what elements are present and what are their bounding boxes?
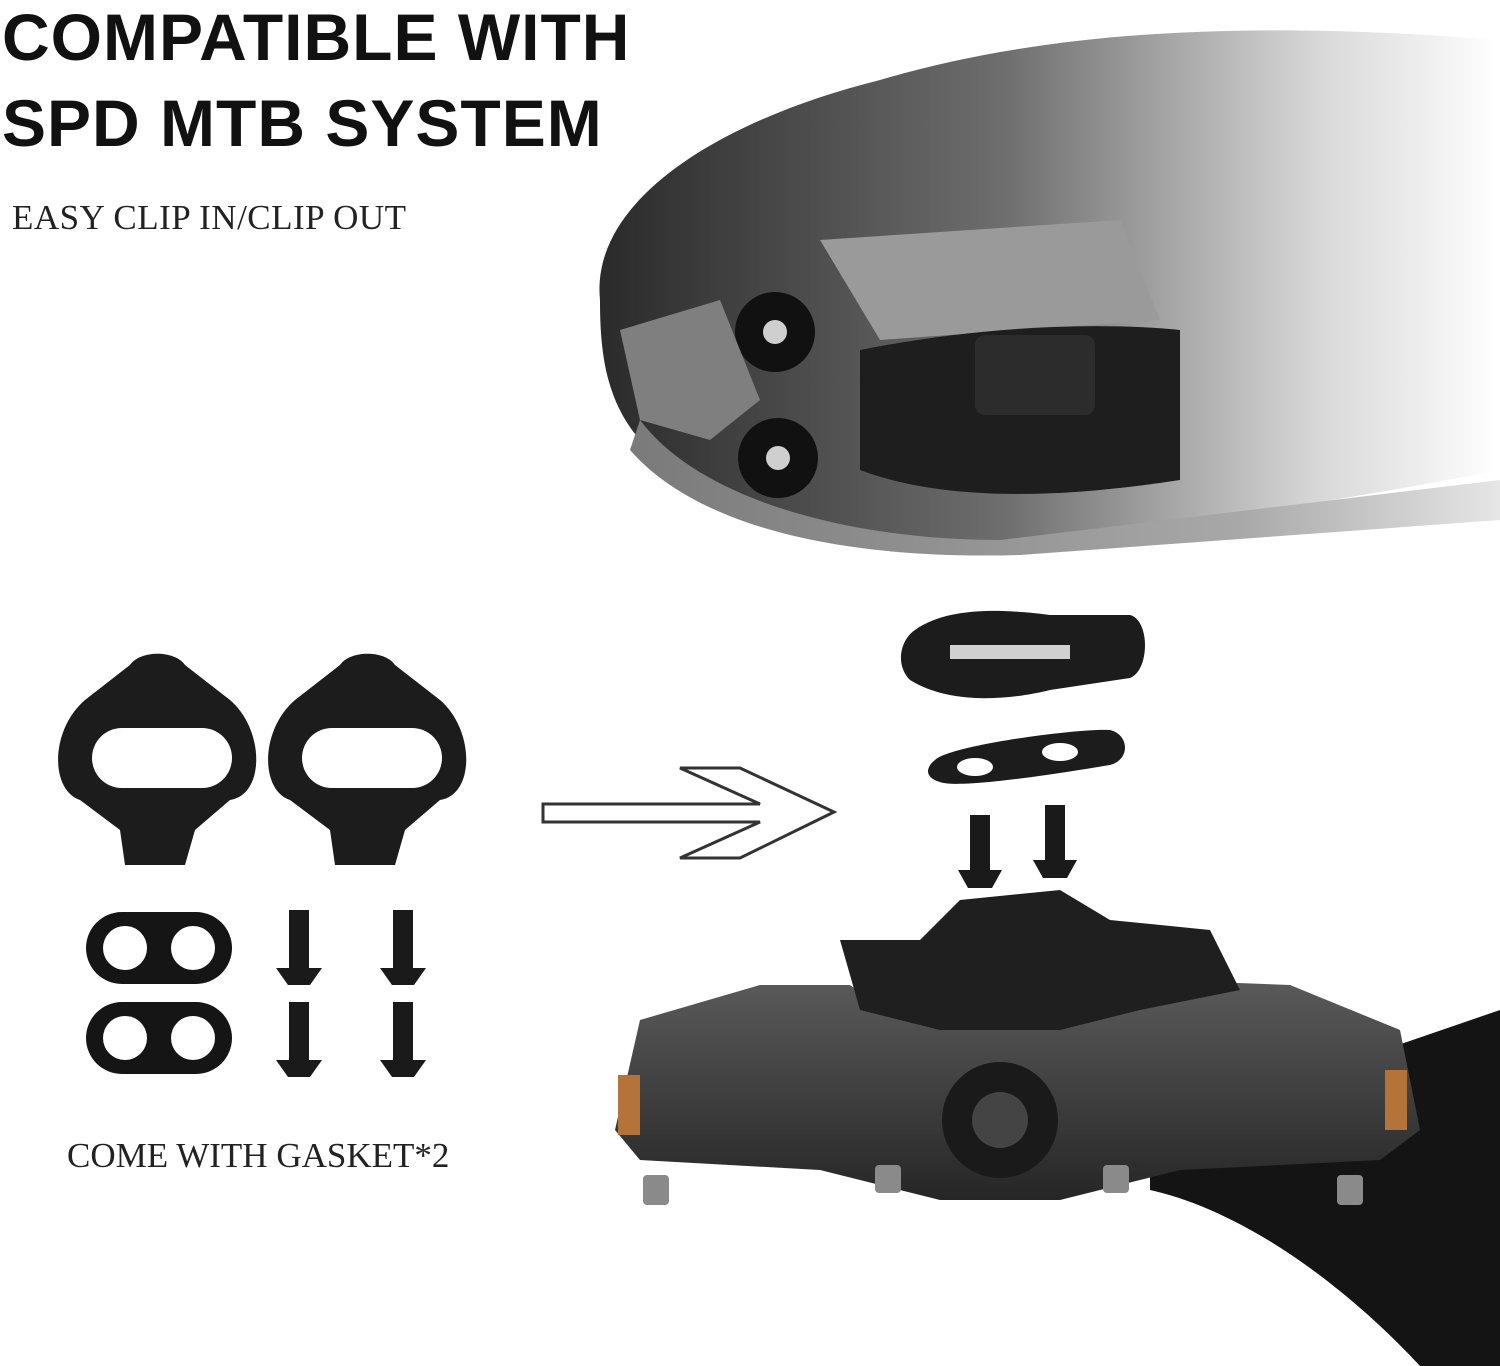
gasket-caption: COME WITH GASKET*2 <box>67 1136 450 1175</box>
cycling-shoe-image <box>599 30 1500 556</box>
gasket-bottom-image <box>86 1002 232 1074</box>
mounted-cleat-image <box>900 610 1145 699</box>
page-headline: COMPATIBLE WITH SPD MTB SYSTEM <box>2 0 630 166</box>
cleat-right-image <box>268 653 467 865</box>
screw-icon <box>1033 805 1077 878</box>
mounted-gasket-image <box>928 729 1125 784</box>
screw-icon <box>276 910 322 985</box>
right-arrow-icon <box>541 766 838 860</box>
headline-line-1: COMPATIBLE WITH <box>2 0 631 74</box>
screw-icon <box>380 910 426 985</box>
subheadline: EASY CLIP IN/CLIP OUT <box>12 198 407 237</box>
headline-line-2: SPD MTB SYSTEM <box>2 86 603 160</box>
screw-icon <box>276 1002 322 1077</box>
pedal-image <box>615 890 1420 1205</box>
screw-icon <box>380 1002 426 1077</box>
screw-icon <box>958 815 1002 888</box>
gasket-top-image <box>86 912 232 984</box>
cleat-left-image <box>58 653 257 865</box>
